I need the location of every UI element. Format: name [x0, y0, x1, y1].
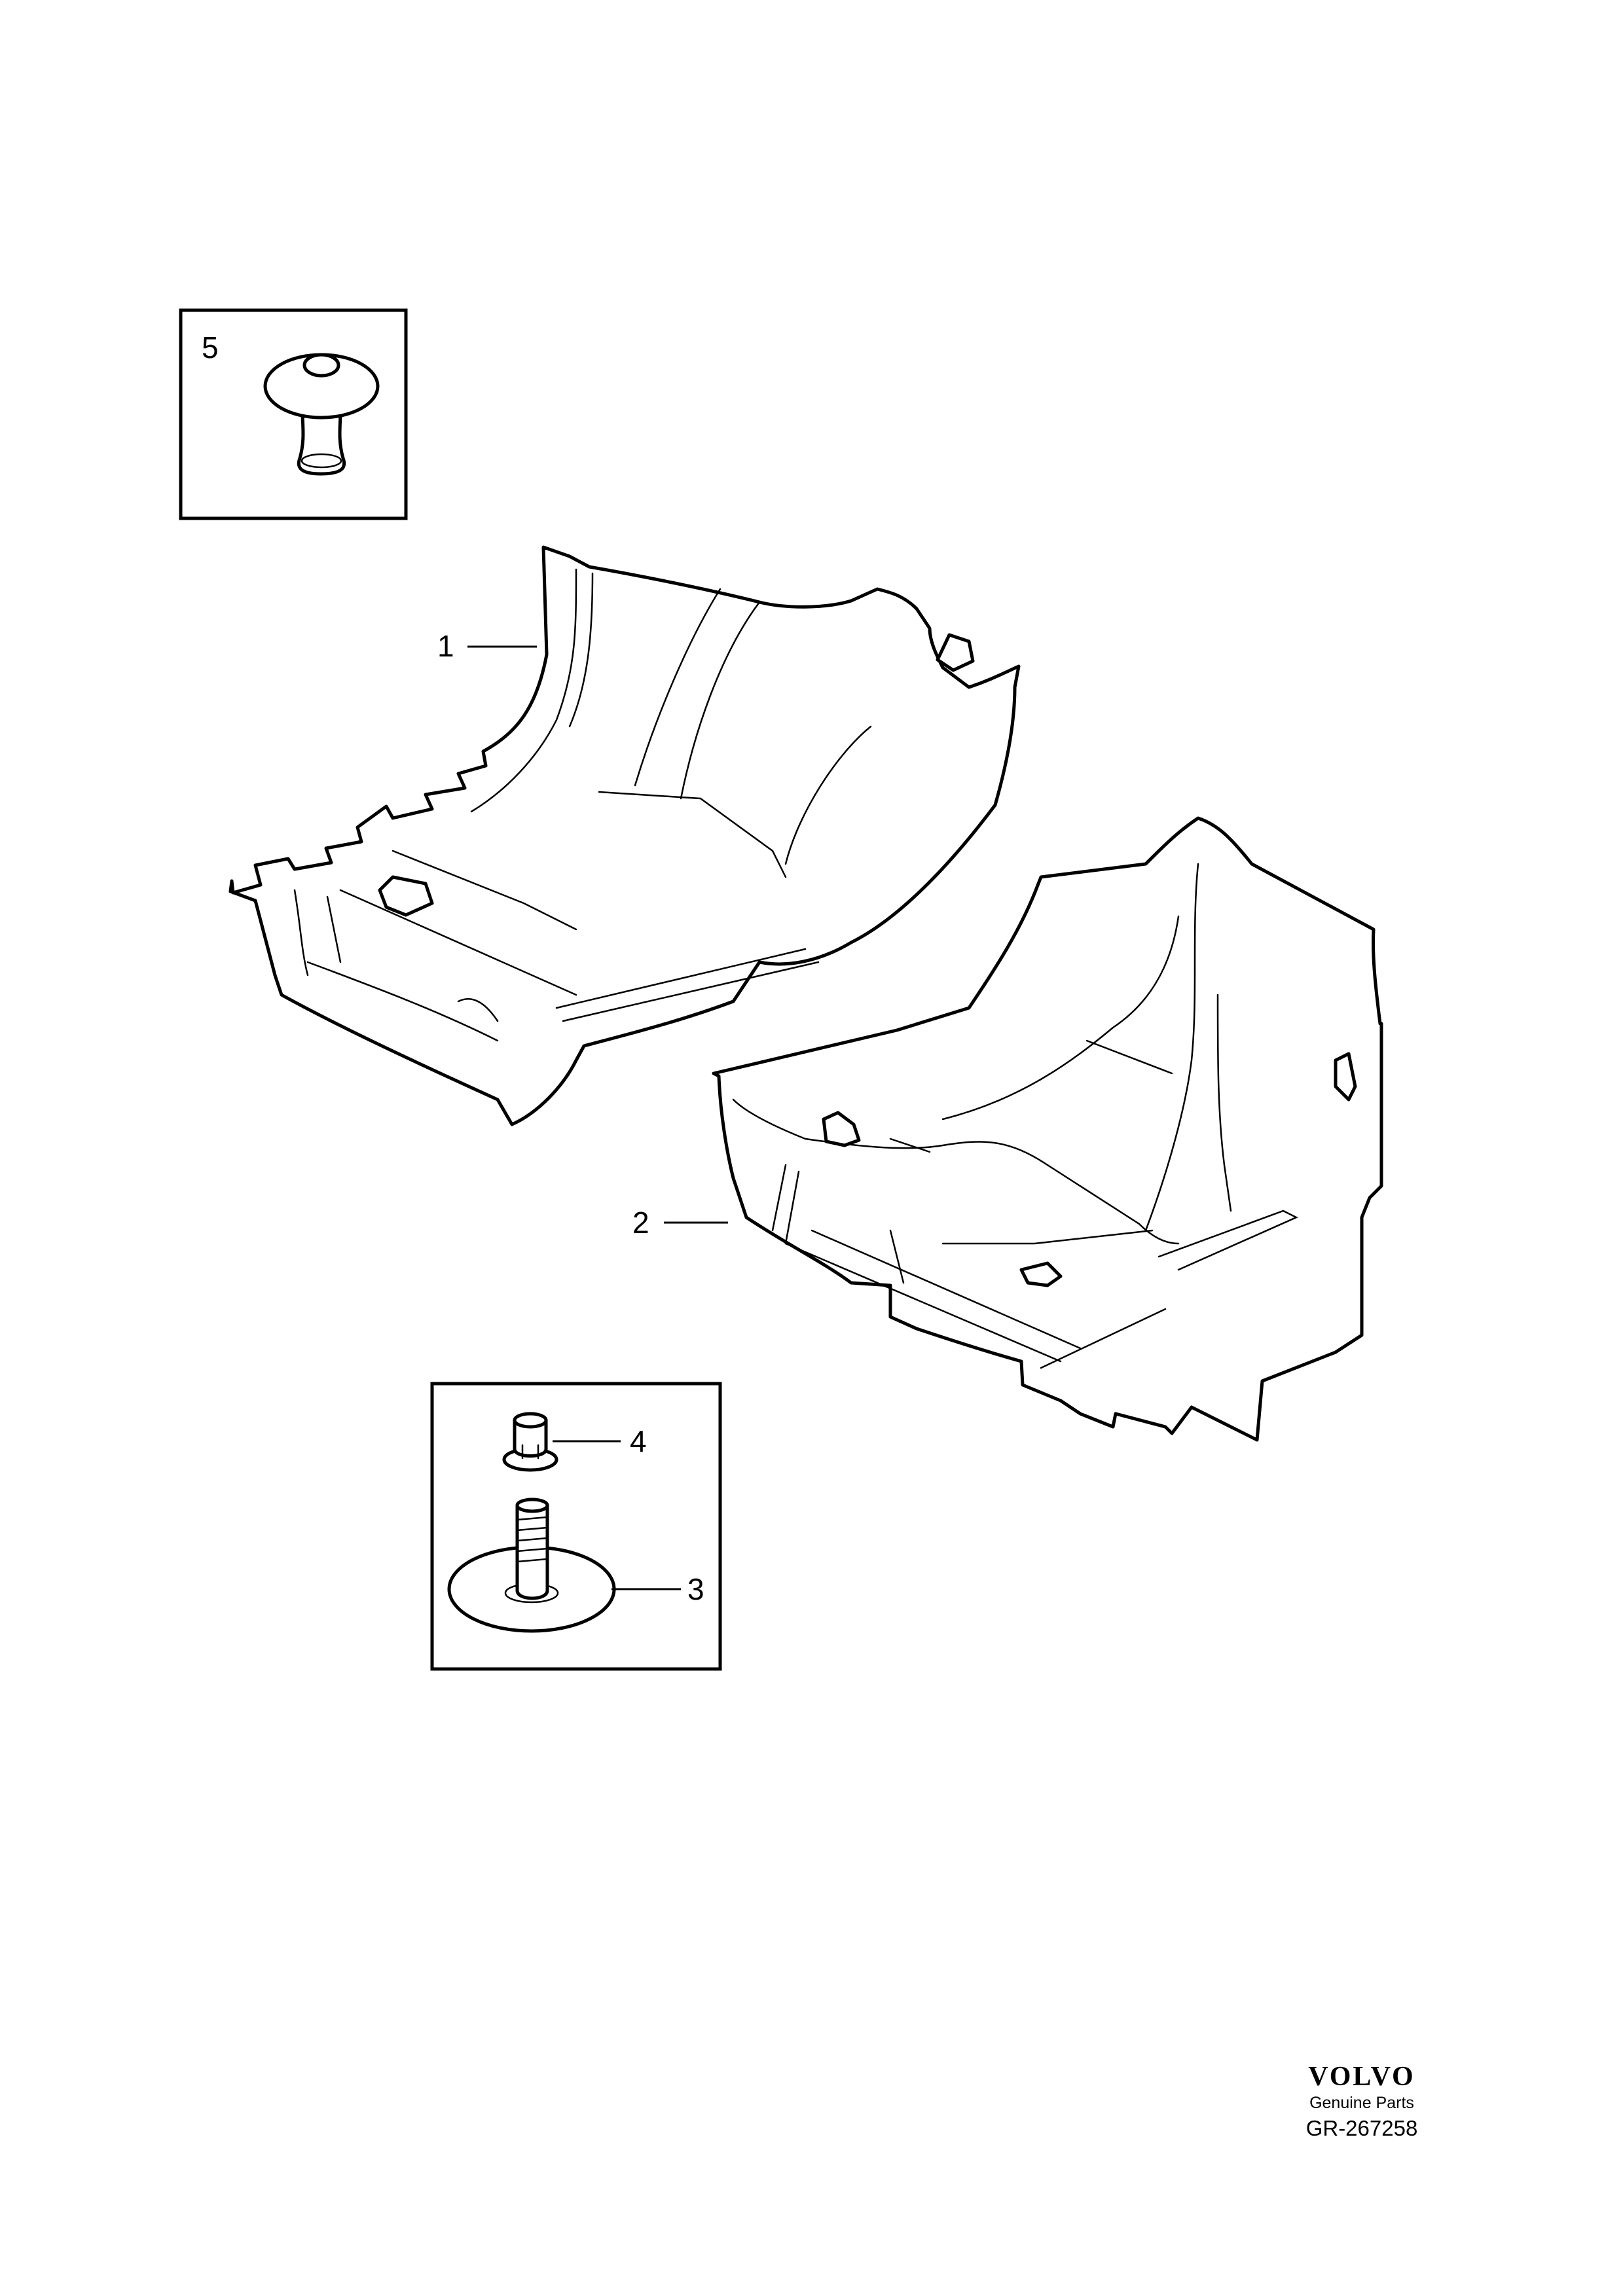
callout-5: 5	[202, 331, 219, 365]
parts-3-4-inset-frame	[430, 1382, 722, 1671]
brand-block: VOLVO Genuine Parts GR-267258	[1283, 2062, 1440, 2143]
callout-3: 3	[687, 1572, 704, 1606]
parts-3-4-inset: 4 3	[430, 1382, 722, 1671]
rear-floor-mat-icon	[712, 816, 1383, 1442]
callout-2: 2	[632, 1206, 649, 1240]
callout-4: 4	[630, 1424, 647, 1458]
push-clip-icon	[263, 353, 380, 476]
clip-nut-icon	[502, 1412, 558, 1472]
volvo-logo: VOLVO	[1308, 2062, 1415, 2092]
stud-with-plate-icon	[447, 1498, 616, 1633]
front-floor-mat-icon	[228, 545, 1021, 1126]
part5-inset-frame	[179, 308, 408, 520]
brand-subtitle: Genuine Parts	[1309, 2094, 1414, 2112]
illustration-code: GR-267258	[1305, 2116, 1418, 2140]
part5-inset: 5	[179, 308, 408, 520]
callout-1: 1	[437, 629, 454, 663]
